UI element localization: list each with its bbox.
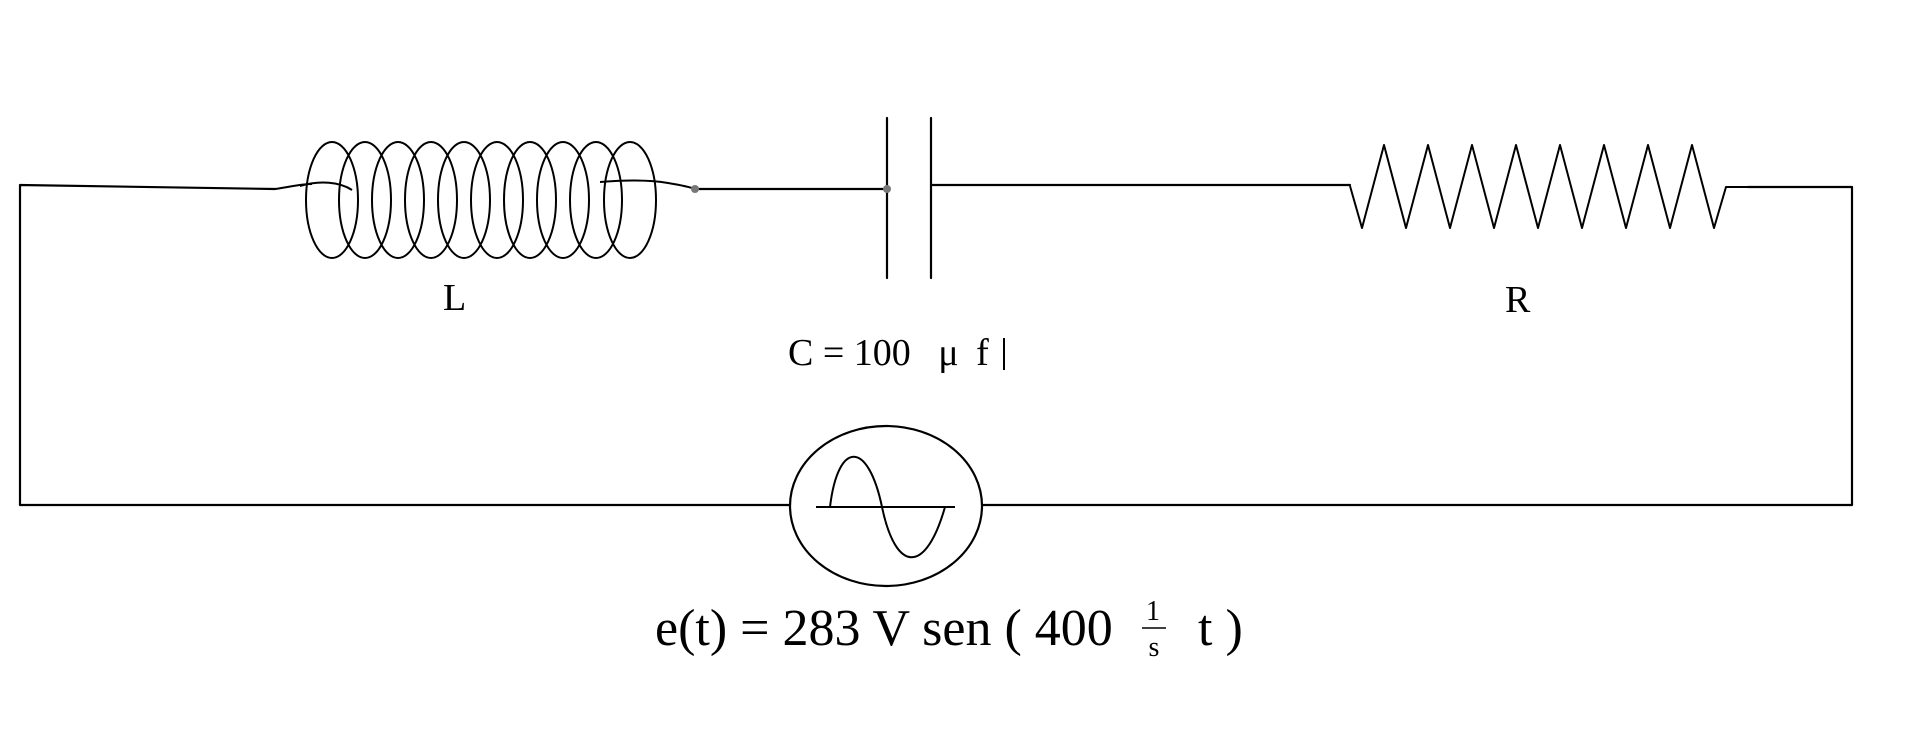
resistor-zigzag-icon <box>1349 144 1748 229</box>
source-fraction-denominator: s <box>1149 632 1160 663</box>
capacitor-node-dot <box>883 185 891 193</box>
source-equation-suffix: t ) <box>1198 600 1243 657</box>
inductor-node-dot <box>691 185 699 193</box>
capacitor-icon <box>883 116 933 280</box>
source-sine-wave <box>829 456 946 558</box>
wire-right <box>980 185 1854 507</box>
capacitor-label: C = 100 μ f <box>788 332 989 374</box>
source-equation-prefix: e(t) = 283 V sen ( 400 <box>655 600 1113 657</box>
source-circle <box>788 424 984 588</box>
capacitor-unit: f <box>976 332 989 374</box>
ac-sine-source-icon <box>788 424 984 588</box>
inductor-label: L <box>443 277 466 319</box>
inductor-coil-icon <box>274 141 699 259</box>
source-fraction-numerator: 1 <box>1146 596 1160 627</box>
capacitor-value: C = 100 <box>788 332 911 374</box>
circuit-wires <box>18 183 1854 507</box>
resistor-label: R <box>1505 279 1531 321</box>
wire-left <box>18 183 792 507</box>
capacitor-unit-prefix: μ <box>938 332 958 374</box>
